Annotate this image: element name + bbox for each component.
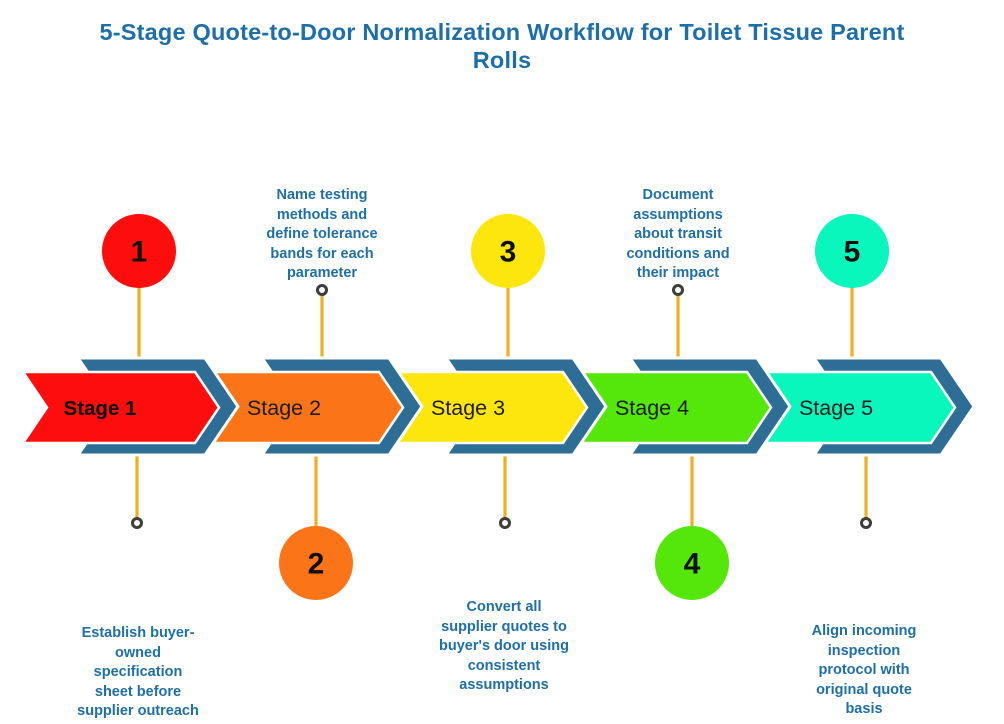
stage-2-endpoint-dot [316, 284, 328, 296]
stage-5-description: Align incoming inspection protocol with … [811, 623, 917, 717]
stage-4-badge-number: 4 [684, 548, 701, 581]
stage-5-endpoint-dot [860, 517, 872, 529]
stage-2-description: Name testing methods and define toleranc… [266, 187, 378, 281]
stage-arrows [20, 356, 976, 457]
stage-3-description: Convert all supplier quotes to buyer's d… [439, 599, 569, 693]
page-title: 5-Stage Quote-to-Door Normalization Work… [99, 19, 905, 73]
stage-1-arrow [20, 370, 221, 445]
stage-2-label: Stage 2 [247, 396, 321, 420]
stage-4-endpoint-dot [672, 284, 684, 296]
stage-1-badge-number: 1 [131, 236, 148, 269]
stage-1-badge [102, 214, 176, 288]
stage-4-description: Document assumptions about transit condi… [626, 187, 730, 281]
stage-3-label: Stage 3 [431, 396, 505, 420]
stage-4-label: Stage 4 [615, 396, 689, 420]
stage-1-description: Establish buyer- owned specification she… [77, 625, 199, 719]
stage-1-label: Stage 1 [64, 397, 137, 420]
stage-5-badge [815, 214, 889, 288]
stage-badges: 1 2 3 4 5 [102, 214, 889, 600]
connectors [131, 284, 872, 529]
stage-4-badge [655, 526, 729, 600]
stage-5-label: Stage 5 [799, 396, 873, 420]
stage-labels: Stage 1 Stage 2 Stage 3 Stage 4 Stage 5 [64, 396, 874, 420]
stage-3-badge-number: 3 [500, 236, 517, 269]
stage-3-badge [471, 214, 545, 288]
stage-3-endpoint-dot [499, 517, 511, 529]
stage-1-endpoint-dot [131, 517, 143, 529]
stage-2-badge-number: 2 [308, 548, 325, 581]
stage-5-badge-number: 5 [844, 236, 861, 269]
stage-2-badge [279, 526, 353, 600]
